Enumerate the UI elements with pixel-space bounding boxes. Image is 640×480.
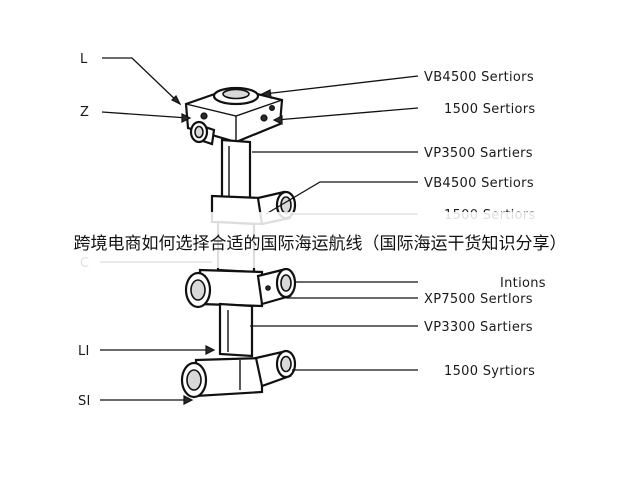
top-valve-head bbox=[184, 86, 284, 146]
right-labels: VB4500 Sertiors 1500 Sertiors VP3500 Sar… bbox=[424, 70, 546, 379]
lower-pipe bbox=[218, 302, 254, 358]
label-1500-top: 1500 Sertiors bbox=[444, 102, 536, 117]
label-vb4500-mid: VB4500 Sertiors bbox=[424, 176, 534, 191]
label-intions: Intions bbox=[500, 276, 546, 291]
label-1500-bottom: 1500 Syrtiors bbox=[444, 364, 535, 379]
upper-pipe bbox=[220, 138, 252, 202]
middle-tee bbox=[184, 267, 297, 309]
label-vp3500: VP3500 Sartiers bbox=[424, 146, 533, 161]
label-z: Z bbox=[80, 105, 89, 120]
label-vp3300: VP3300 Sartiers bbox=[424, 320, 533, 335]
label-xp7500: XP7500 Sertlors bbox=[424, 292, 533, 307]
overlay-title: 跨境电商如何选择合适的国际海运航线（国际海运干货知识分享） bbox=[73, 234, 567, 254]
label-vb4500-top: VB4500 Sertiors bbox=[424, 70, 534, 85]
label-l: L bbox=[80, 52, 88, 67]
label-li: LI bbox=[78, 344, 90, 359]
label-si: SI bbox=[78, 394, 91, 409]
overlay-banner bbox=[0, 212, 640, 268]
bottom-tee bbox=[180, 349, 297, 399]
leader-lines bbox=[100, 57, 419, 405]
